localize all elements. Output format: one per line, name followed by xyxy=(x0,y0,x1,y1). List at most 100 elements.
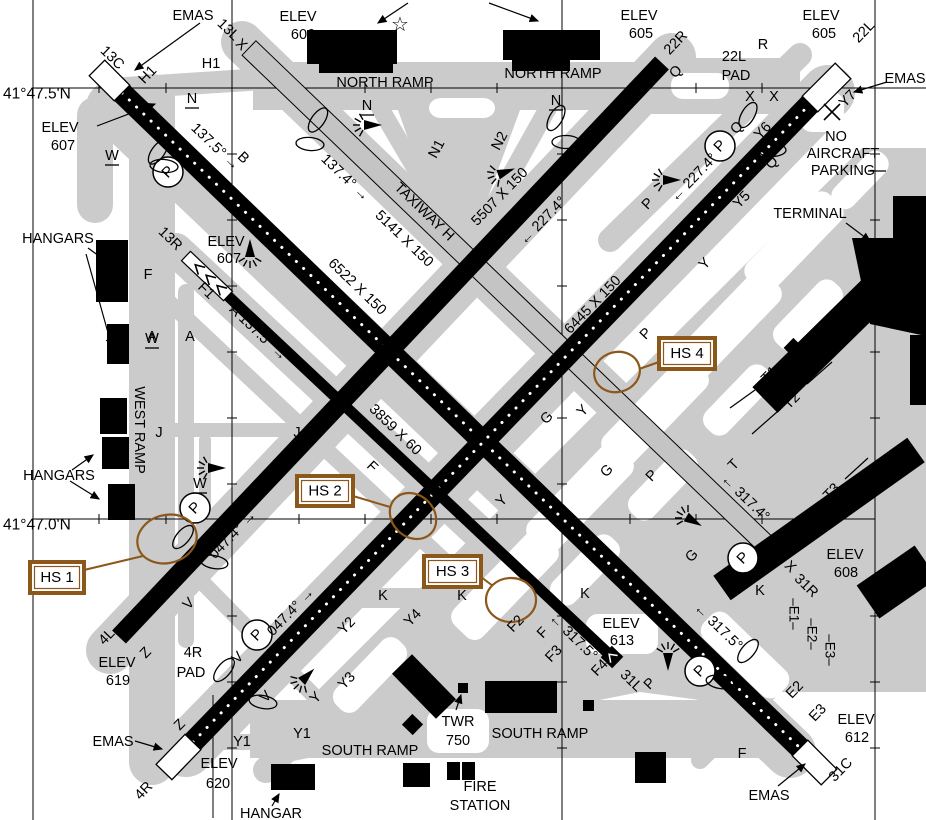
map-label: ELEV xyxy=(826,547,863,563)
light-beacon-icon xyxy=(197,456,226,480)
beacon-ray xyxy=(252,259,258,267)
leader-arrow xyxy=(454,693,463,711)
map-label: 750 xyxy=(446,733,470,749)
map-label: PAD xyxy=(177,665,206,681)
hotspot-circle xyxy=(593,350,641,394)
apron-island xyxy=(744,191,844,293)
leader-arrow xyxy=(488,2,540,23)
beacon-ray xyxy=(491,178,497,185)
leader-arrow xyxy=(377,2,409,24)
building xyxy=(856,545,926,619)
ramp-area xyxy=(250,700,762,758)
map-label: Y1 xyxy=(233,734,251,750)
map-label: NORTH RAMP xyxy=(504,66,601,82)
map-label: 4R xyxy=(184,645,203,661)
beacon-ray xyxy=(676,510,684,516)
beacon-cone xyxy=(496,168,516,180)
map-label: ELEV xyxy=(802,8,839,24)
building xyxy=(752,279,888,413)
apron-island xyxy=(427,709,489,753)
runup-ellipse-icon xyxy=(199,554,229,570)
leader-arrow xyxy=(845,222,871,242)
map-label: W xyxy=(145,331,159,347)
hotspot-leader xyxy=(352,495,391,508)
beacon-ray xyxy=(653,182,661,188)
runup-ellipse-icon xyxy=(149,158,179,174)
leader-arrow xyxy=(69,480,101,500)
map-label: J xyxy=(155,425,162,441)
beacon-cone xyxy=(683,512,702,526)
hotspot-leader xyxy=(83,555,144,571)
beacon-ray xyxy=(354,117,362,123)
parking-symbol: P xyxy=(704,130,736,162)
beacon-ray xyxy=(487,171,495,174)
building xyxy=(713,437,925,601)
map-label: F xyxy=(144,267,153,283)
map-label: SOUTH RAMP xyxy=(322,743,419,759)
map-label: PAD xyxy=(722,68,751,84)
map-label: NO xyxy=(825,129,847,145)
map-label: WEST RAMP xyxy=(131,386,147,474)
threshold-chevron xyxy=(215,284,228,296)
beacon-ray xyxy=(303,685,308,693)
emas-pad xyxy=(801,62,852,113)
building xyxy=(102,437,129,469)
map-label: 607 xyxy=(217,251,241,267)
map-label: TWR xyxy=(441,714,474,730)
light-beacon-icon xyxy=(652,168,681,192)
map-label: 605 xyxy=(812,26,836,42)
building xyxy=(307,30,397,64)
map-label: X xyxy=(745,89,755,105)
map-label: N xyxy=(551,93,561,109)
runup-ellipse-icon xyxy=(213,657,235,683)
map-label: K xyxy=(755,583,765,599)
map-label: 620 xyxy=(206,776,230,792)
hotspot-label: HS 3 xyxy=(436,563,469,580)
leader-arrow xyxy=(71,454,94,471)
beacon-ray xyxy=(254,257,262,263)
emas-pad xyxy=(88,59,131,102)
light-beacon-icon xyxy=(238,239,262,268)
beacon-ray xyxy=(674,517,683,519)
beacon-ray xyxy=(687,504,689,513)
map-label: TERMINAL xyxy=(773,206,846,222)
leader-arrow xyxy=(96,103,157,127)
leader-arrow xyxy=(85,253,114,349)
buildings xyxy=(96,30,926,790)
beacon-ray xyxy=(657,184,663,192)
beacon-cone xyxy=(364,120,382,130)
parking-circle xyxy=(727,542,759,574)
map-label: AIRCRAFT xyxy=(807,146,880,162)
threshold-marker-31l xyxy=(600,645,624,669)
runup-ellipse-icon xyxy=(307,107,329,133)
building xyxy=(401,713,424,736)
map-label: 41°47.5'N xyxy=(3,86,71,103)
beacon-ray xyxy=(358,129,364,137)
map-label: N1 xyxy=(426,137,449,161)
beacon-cone xyxy=(663,175,681,185)
runway-13R-31L xyxy=(224,291,616,662)
beacon-ray xyxy=(672,647,680,653)
leader-arrow xyxy=(134,740,164,751)
beacon-ray xyxy=(497,179,500,187)
map-label: FIRE xyxy=(463,779,496,795)
hotspots: HS 1HS 2HS 3HS 4 xyxy=(28,336,717,624)
apron-island xyxy=(332,637,408,713)
taxiway-segment xyxy=(371,99,471,257)
runup-ellipse-icon xyxy=(705,674,735,690)
apron-island xyxy=(831,150,889,210)
map-label: NORTH RAMP xyxy=(336,75,433,91)
runup-ellipse-icon xyxy=(551,134,581,150)
runway-centerline xyxy=(191,102,812,744)
runup-ellipse-icon xyxy=(738,101,758,129)
leader-arrow xyxy=(852,81,888,94)
parking-symbol: P xyxy=(727,542,759,574)
taxiway-segment xyxy=(132,267,588,696)
map-label: 22L xyxy=(722,49,746,65)
light-beacon-icon xyxy=(487,165,516,187)
map-label: –E1– xyxy=(787,598,802,630)
leader-arrow xyxy=(87,247,122,273)
